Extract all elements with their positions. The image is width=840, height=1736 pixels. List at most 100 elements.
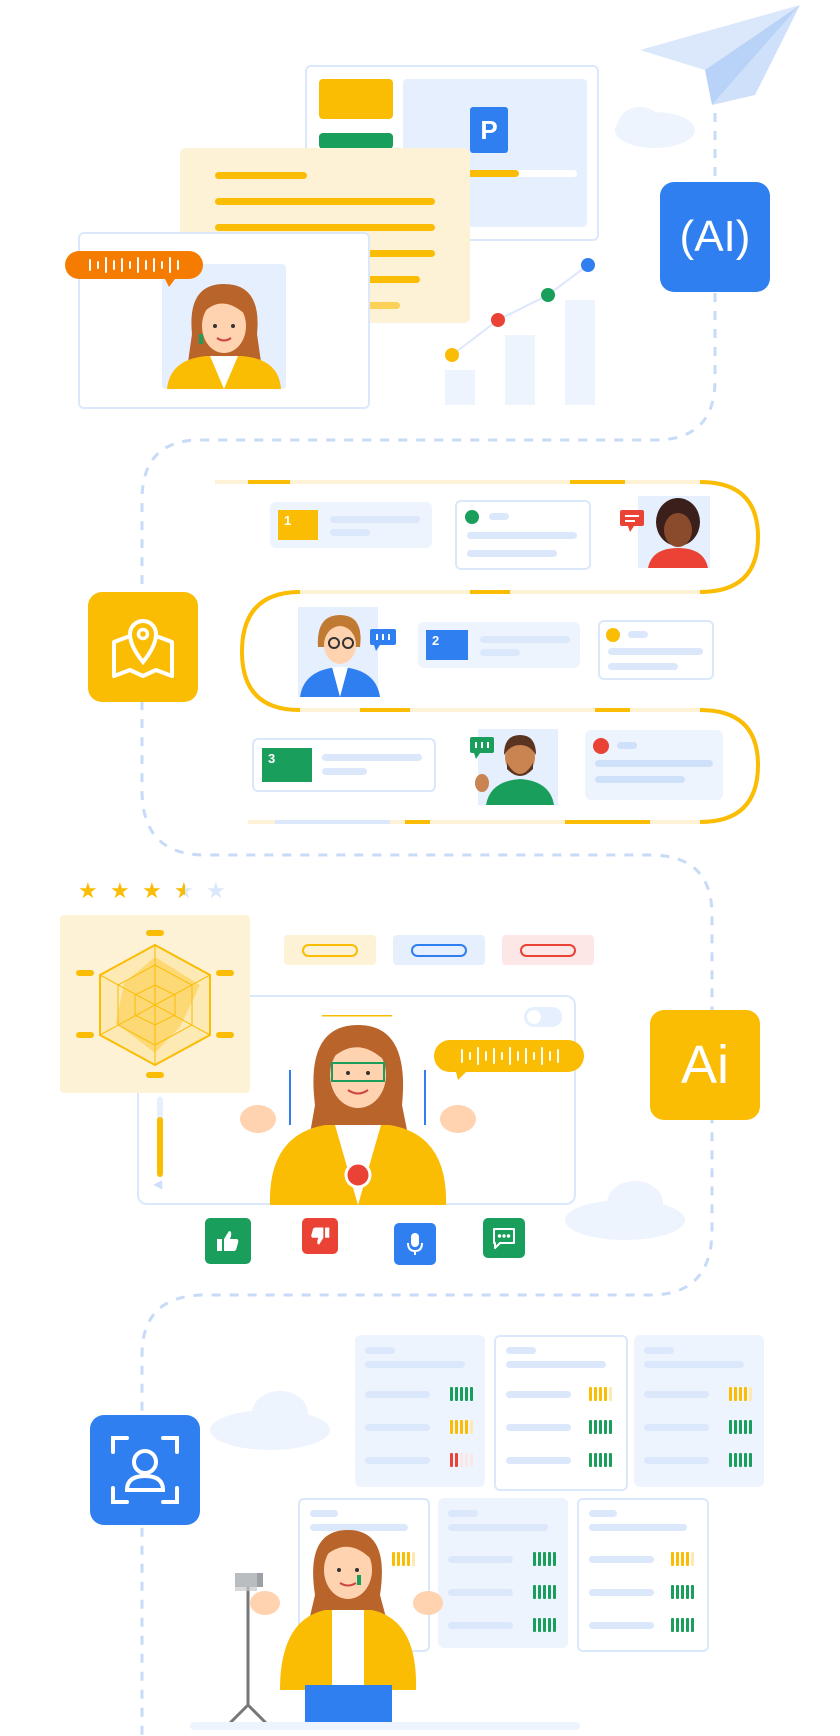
star-half-icon: ★ bbox=[174, 878, 194, 903]
step-3-detail bbox=[585, 730, 723, 800]
microphone-icon bbox=[407, 1233, 423, 1255]
step-3-line bbox=[322, 754, 422, 761]
step-2-line bbox=[480, 649, 520, 656]
notes-line bbox=[215, 224, 435, 231]
ai-badge-middle-label: Ai bbox=[680, 1035, 729, 1095]
map-badge bbox=[88, 592, 198, 702]
star-icon: ★ bbox=[110, 878, 130, 903]
scorecard-line bbox=[589, 1589, 654, 1596]
chat-button[interactable] bbox=[483, 1218, 525, 1258]
profile-badge bbox=[90, 1415, 200, 1525]
detail-line bbox=[467, 550, 557, 557]
scorecard-line bbox=[644, 1391, 709, 1398]
star-icon: ★ bbox=[78, 878, 98, 903]
scorecard-line bbox=[448, 1556, 513, 1563]
detail-line bbox=[489, 513, 509, 520]
score-meter bbox=[729, 1453, 752, 1467]
document-type-letter: P bbox=[480, 114, 498, 145]
scorecard-line bbox=[448, 1524, 548, 1531]
scorecard-line bbox=[644, 1347, 674, 1354]
score-meter bbox=[671, 1585, 694, 1599]
ai-badge-top-label: (AI) bbox=[679, 212, 751, 261]
scorecard bbox=[438, 1498, 568, 1648]
step-2-card: 2 bbox=[418, 622, 580, 668]
thumbs-up-icon bbox=[217, 1231, 239, 1251]
waveform-icon bbox=[456, 1047, 559, 1080]
scorecard-line bbox=[589, 1510, 617, 1517]
detail-line bbox=[608, 663, 678, 670]
status-dot bbox=[606, 628, 620, 642]
presenter-avatar bbox=[240, 1015, 476, 1205]
filter-chip-red[interactable] bbox=[502, 935, 594, 965]
score-meter bbox=[533, 1585, 556, 1599]
scorecard-line bbox=[365, 1347, 395, 1354]
radar-chart-icon bbox=[76, 930, 234, 1078]
waveform-icon bbox=[89, 257, 179, 287]
rating-stars: ★ ★ ★ ★ ★ ★ bbox=[78, 880, 238, 904]
notes-line bbox=[215, 198, 435, 205]
scorecard-line bbox=[506, 1347, 536, 1354]
avatar bbox=[167, 284, 281, 389]
step-3-line bbox=[322, 768, 367, 775]
step-2-number: 2 bbox=[426, 630, 468, 660]
map-pin-icon bbox=[112, 619, 174, 678]
detail-line bbox=[595, 760, 713, 767]
star-icon: ★ bbox=[206, 878, 226, 903]
scorecard-line bbox=[365, 1457, 430, 1464]
cloud-icon bbox=[210, 1391, 330, 1450]
thumbs-up-button[interactable] bbox=[205, 1218, 251, 1264]
scorecard-line bbox=[506, 1457, 571, 1464]
thumbs-down-button[interactable] bbox=[302, 1218, 338, 1254]
step-1-detail bbox=[455, 500, 591, 570]
score-meter bbox=[589, 1387, 612, 1401]
step-2-line bbox=[480, 636, 570, 643]
score-meter bbox=[671, 1618, 694, 1632]
detail-line bbox=[628, 631, 648, 638]
status-dot bbox=[593, 738, 609, 754]
detail-line bbox=[467, 532, 577, 539]
document-cover-yellow bbox=[319, 79, 393, 119]
score-meter bbox=[589, 1420, 612, 1434]
score-meter bbox=[671, 1552, 694, 1566]
voice-bubble-orange bbox=[65, 251, 203, 287]
scorecard-line bbox=[589, 1524, 687, 1531]
step-1-line bbox=[330, 529, 370, 536]
score-meter bbox=[533, 1618, 556, 1632]
thumbs-down-icon bbox=[311, 1227, 330, 1245]
filter-chip-yellow[interactable] bbox=[284, 935, 376, 965]
step-3-number: 3 bbox=[262, 748, 312, 782]
notes-line bbox=[360, 276, 420, 283]
document-progress-fill bbox=[427, 170, 519, 177]
scorecard-line bbox=[448, 1622, 513, 1629]
skills-radar-card bbox=[60, 915, 250, 1093]
presenter-avatar bbox=[226, 1530, 443, 1730]
scorecard-line bbox=[365, 1391, 430, 1398]
score-meter bbox=[729, 1387, 752, 1401]
cloud-icon bbox=[615, 107, 695, 148]
face-scan-icon bbox=[111, 1436, 179, 1504]
scorecard-line bbox=[310, 1524, 408, 1531]
score-meter bbox=[450, 1453, 473, 1467]
microphone-button[interactable] bbox=[394, 1223, 436, 1265]
scorecard-line bbox=[589, 1556, 654, 1563]
scorecard bbox=[355, 1335, 485, 1487]
ai-badge-top: (AI) bbox=[660, 182, 770, 292]
avatar bbox=[470, 729, 558, 805]
scorecard-line bbox=[506, 1424, 571, 1431]
scorecard-line bbox=[448, 1510, 478, 1517]
toggle-switch[interactable] bbox=[524, 1007, 562, 1027]
detail-line bbox=[595, 776, 685, 783]
video-call-card bbox=[78, 232, 370, 409]
score-meter bbox=[589, 1453, 612, 1467]
star-icon: ★ bbox=[142, 878, 162, 903]
filter-chip-blue[interactable] bbox=[393, 935, 485, 965]
score-meter bbox=[450, 1387, 473, 1401]
scorecard bbox=[634, 1335, 764, 1487]
scorecard-line bbox=[506, 1361, 606, 1368]
ai-badge-middle: Ai bbox=[650, 1010, 760, 1120]
volume-slider[interactable] bbox=[157, 1097, 163, 1177]
scorecard bbox=[577, 1498, 709, 1652]
notes-line bbox=[215, 172, 307, 179]
